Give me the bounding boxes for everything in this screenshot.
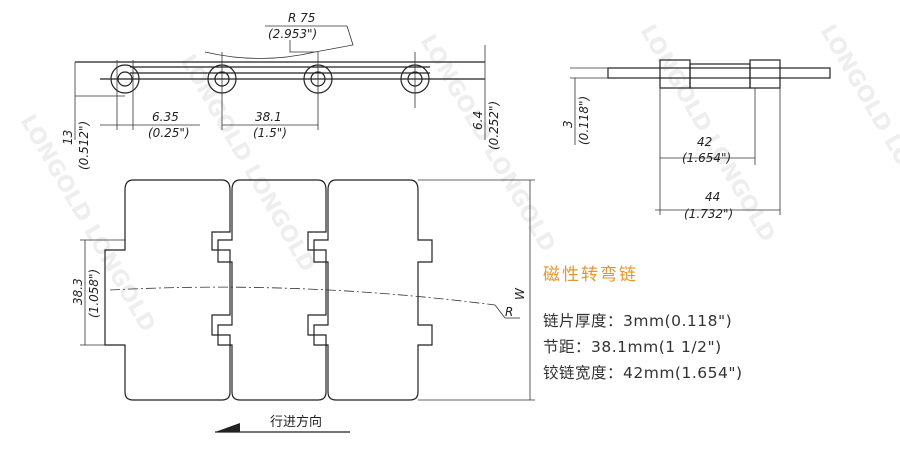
svg-text:(1.732"): (1.732") xyxy=(684,207,733,221)
width-label: W xyxy=(513,287,527,300)
side-view: R 75 (2.953") 6.35 (0.25") 38.1 (1.5") 1… xyxy=(61,11,501,170)
svg-text:R: R xyxy=(505,305,513,319)
radius-label: R 75 xyxy=(288,11,315,25)
svg-text:(0.252"): (0.252") xyxy=(487,101,501,150)
spec-pitch: 节距：38.1mm(1 1/2") xyxy=(543,338,722,356)
svg-text:38.3: 38.3 xyxy=(71,278,85,305)
svg-text:LONGOLD LONGOLD: LONGOLD LONGOLD xyxy=(175,51,320,277)
svg-text:13: 13 xyxy=(61,130,75,145)
spec-thickness: 链片厚度：3mm(0.118") xyxy=(543,312,733,330)
direction-label: 行进方向 xyxy=(270,414,322,430)
svg-text:3: 3 xyxy=(561,120,575,128)
svg-text:(0.25"): (0.25") xyxy=(148,126,190,140)
svg-text:44: 44 xyxy=(705,190,720,204)
end-view: 3 (0.118") 42 (1.654") 44 (1.732") xyxy=(561,59,831,221)
product-title: 磁性转弯链 xyxy=(543,265,638,285)
svg-text:42: 42 xyxy=(697,135,712,149)
svg-text:6.4: 6.4 xyxy=(471,111,485,130)
svg-text:(1.058"): (1.058") xyxy=(87,269,101,318)
svg-text:LONGOLD LONGOLD: LONGOLD LONGOLD xyxy=(815,21,900,247)
svg-text:(0.512"): (0.512") xyxy=(77,121,91,170)
svg-text:(1.5"): (1.5") xyxy=(253,126,287,140)
svg-text:(0.118"): (0.118") xyxy=(577,96,591,145)
svg-text:(1.654"): (1.654") xyxy=(682,151,731,165)
spec-panel: 磁性转弯链 链片厚度：3mm(0.118") 节距：38.1mm(1 1/2")… xyxy=(543,262,743,386)
top-view: 38.3 (1.058") W R 行进方向 xyxy=(71,179,535,433)
direction-arrow-icon xyxy=(215,423,240,432)
radius-in-label: (2.953") xyxy=(268,27,317,41)
svg-text:38.1: 38.1 xyxy=(255,110,282,124)
svg-text:6.35: 6.35 xyxy=(152,110,179,124)
spec-hinge-width: 铰链宽度：42mm(1.654") xyxy=(543,364,743,382)
